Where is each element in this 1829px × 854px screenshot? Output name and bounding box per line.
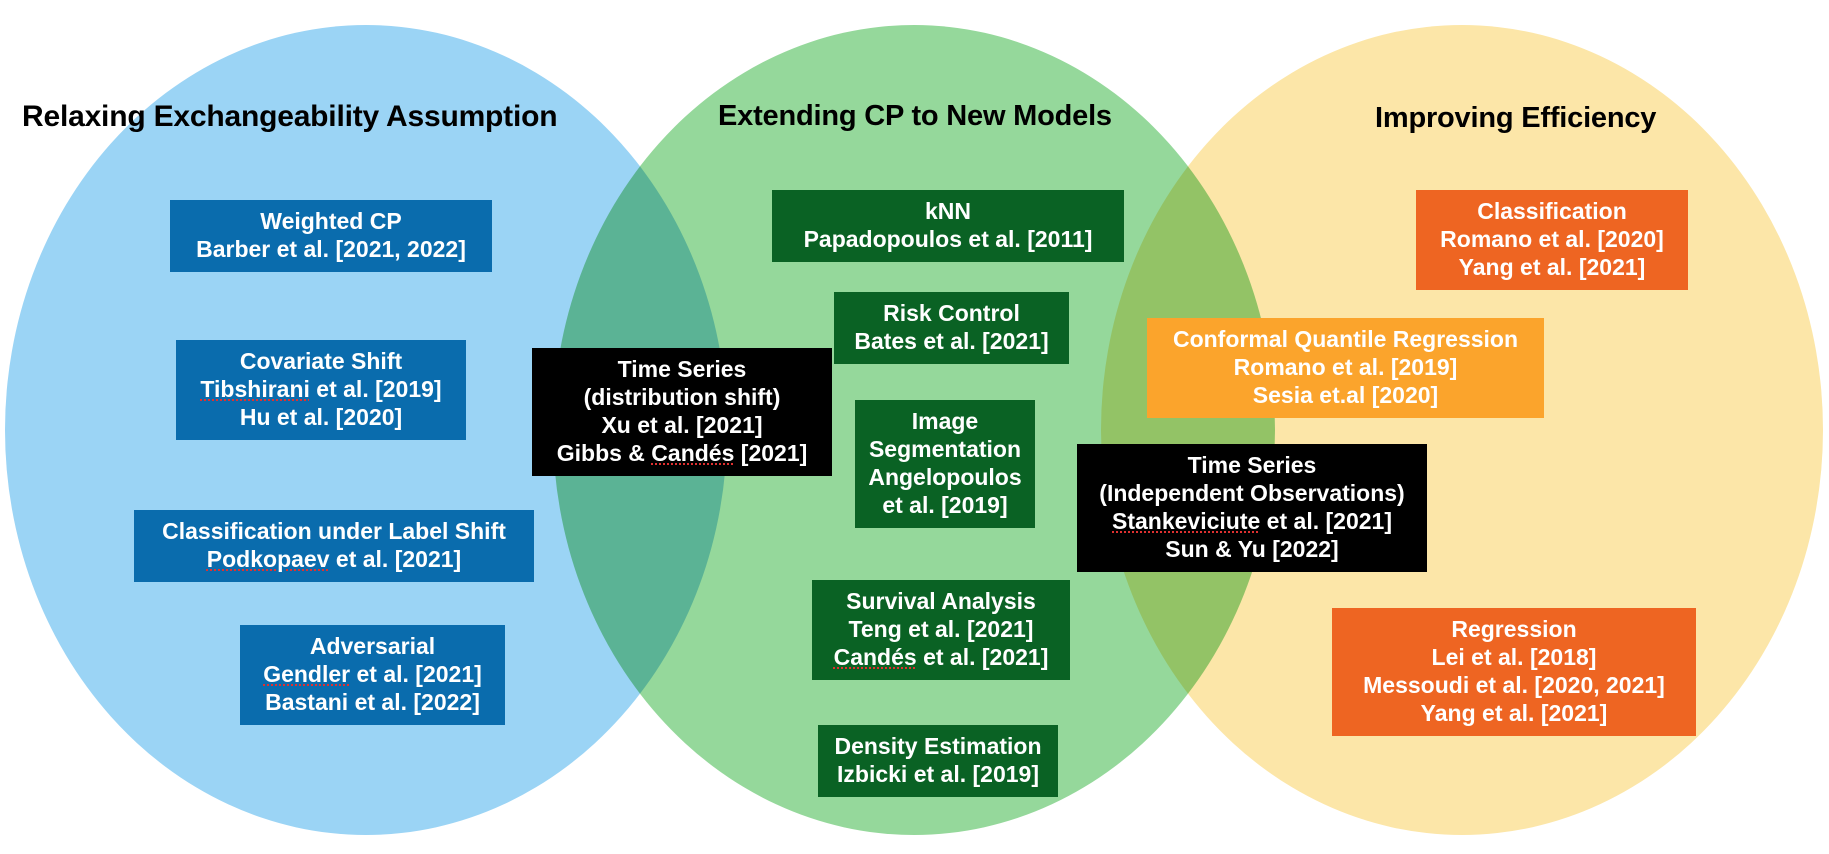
topic-line: Lei et al. [2018] [1431, 644, 1597, 671]
spellcheck-word: Stankeviciute [1112, 508, 1261, 535]
topic-line: Risk Control [883, 300, 1020, 326]
topic-line-misspelled: Gendler et al. [2021] [263, 661, 482, 688]
topic-box-image-segmentation: Image Segmentation Angelopoulos et al. [… [855, 400, 1035, 529]
topic-line: Xu et al. [2021] [601, 412, 763, 439]
topic-line: Sesia et.al [2020] [1252, 382, 1439, 409]
topic-line-misspelled: Gibbs & Candés [2021] [556, 440, 808, 467]
topic-line: Image [911, 408, 979, 434]
topic-box-survival-analysis: Survival Analysis Teng et al. [2021] Can… [812, 580, 1070, 681]
topic-line: Classification under Label Shift [162, 518, 506, 544]
topic-line: Weighted CP [260, 208, 402, 234]
spellcheck-word: Candés [651, 440, 735, 467]
topic-line: Classification [1477, 198, 1627, 224]
topic-line: Density Estimation [834, 733, 1042, 759]
topic-line: Bastani et al. [2022] [265, 689, 480, 716]
topic-line: et al. [2019] [882, 492, 1008, 519]
topic-box-classification: Classification Romano et al. [2020] Yang… [1416, 190, 1688, 291]
heading-relaxing-exchangeability: Relaxing Exchangeability Assumption [22, 100, 558, 133]
topic-line-misspelled: Podkopaev et al. [2021] [206, 546, 462, 573]
topic-line: Covariate Shift [239, 348, 403, 374]
topic-line: Yang et al. [2021] [1458, 254, 1646, 281]
topic-line: Survival Analysis [846, 588, 1036, 614]
topic-box-conformal-quantile-regression: Conformal Quantile Regression Romano et … [1147, 318, 1544, 419]
topic-box-adversarial: Adversarial Gendler et al. [2021] Bastan… [240, 625, 505, 726]
topic-box-regression: Regression Lei et al. [2018] Messoudi et… [1332, 608, 1696, 737]
topic-line: Regression [1451, 616, 1577, 642]
heading-extending-cp: Extending CP to New Models [718, 100, 1112, 132]
topic-line: Time Series [617, 356, 747, 382]
topic-line: Izbicki et al. [2019] [837, 761, 1039, 788]
topic-box-time-series-distribution-shift: Time Series (distribution shift) Xu et a… [532, 348, 832, 477]
topic-line: Adversarial [309, 633, 436, 659]
topic-line: kNN [924, 198, 971, 224]
topic-line-misspelled: Stankeviciute et al. [2021] [1112, 508, 1392, 535]
spellcheck-word: Tibshirani [200, 376, 310, 403]
topic-line: Angelopoulos [868, 464, 1022, 491]
topic-line: (distribution shift) [583, 384, 781, 411]
topic-box-density-estimation: Density Estimation Izbicki et al. [2019] [818, 725, 1058, 798]
topic-line: Segmentation [868, 436, 1022, 463]
topic-line: Barber et al. [2021, 2022] [196, 236, 466, 263]
topic-box-knn: kNN Papadopoulos et al. [2011] [772, 190, 1124, 263]
topic-line: Romano et al. [2020] [1440, 226, 1664, 253]
topic-line: Bates et al. [2021] [854, 328, 1049, 355]
topic-line-misspelled: Tibshirani et al. [2019] [200, 376, 442, 403]
heading-improving-efficiency: Improving Efficiency [1375, 102, 1657, 134]
topic-line: Hu et al. [2020] [239, 404, 403, 431]
topic-line: Papadopoulos et al. [2011] [803, 226, 1093, 253]
spellcheck-word: Gendler [263, 661, 351, 688]
spellcheck-word: Podkopaev [206, 546, 330, 573]
topic-box-risk-control: Risk Control Bates et al. [2021] [834, 292, 1069, 365]
topic-box-weighted-cp: Weighted CP Barber et al. [2021, 2022] [170, 200, 492, 273]
topic-line: (Independent Observations) [1099, 480, 1405, 507]
topic-box-classification-under-label-shift: Classification under Label Shift Podkopa… [134, 510, 534, 583]
topic-line-misspelled: Candés et al. [2021] [833, 644, 1049, 671]
topic-line: Yang et al. [2021] [1420, 700, 1608, 727]
topic-line: Sun & Yu [2022] [1165, 536, 1339, 563]
topic-line: Teng et al. [2021] [848, 616, 1034, 643]
topic-line: Time Series [1187, 452, 1317, 478]
topic-box-covariate-shift: Covariate Shift Tibshirani et al. [2019]… [176, 340, 466, 441]
spellcheck-word: Candés [833, 644, 917, 671]
topic-line: Romano et al. [2019] [1233, 354, 1458, 381]
topic-box-time-series-independent-observations: Time Series (Independent Observations) S… [1077, 444, 1427, 573]
topic-line: Conformal Quantile Regression [1172, 326, 1519, 352]
topic-line: Messoudi et al. [2020, 2021] [1363, 672, 1665, 699]
